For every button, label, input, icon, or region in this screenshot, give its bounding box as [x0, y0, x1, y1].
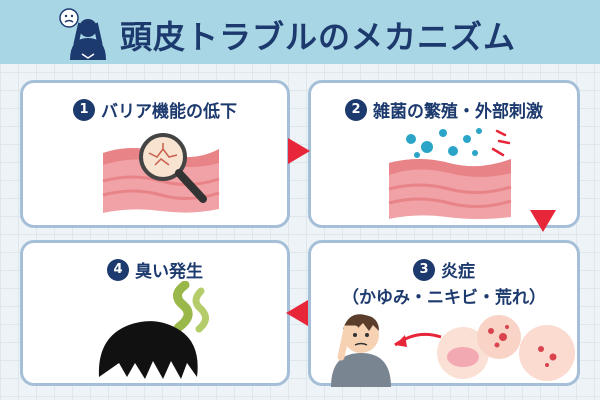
step-title: 臭い発生: [135, 262, 203, 282]
bacteria-skin-icon: [388, 128, 512, 219]
step-title: 炎症: [441, 262, 475, 282]
step-card-1: 1 バリア機能の低下: [20, 80, 290, 228]
step-number: 1: [73, 98, 95, 121]
step-card-3: 3 炎症 （かゆみ・ニキビ・荒れ）: [308, 240, 580, 387]
step-title: 雑菌の繁殖・外部刺激: [373, 102, 543, 122]
page-title: 頭皮トラブルのメカニズム: [120, 18, 517, 56]
step-number: 3: [413, 258, 435, 281]
arrow-right-icon: [288, 138, 310, 164]
scratching-man-icon: [331, 314, 575, 387]
arrow-left-icon: [286, 300, 308, 326]
step-subtitle: （かゆみ・ニキビ・荒れ）: [342, 288, 546, 308]
header-banner: 頭皮トラブルのメカニズム: [0, 0, 600, 64]
step-card-2: 2 雑菌の繁殖・外部刺激: [308, 80, 580, 228]
arrow-down-icon: [530, 210, 556, 232]
smelly-hair-icon: [98, 281, 209, 379]
step-title: バリア機能の低下: [101, 102, 237, 122]
worried-person-icon: [59, 8, 106, 60]
step-card-4: 4 臭い発生: [20, 240, 290, 386]
step-number: 2: [345, 98, 367, 121]
step-number: 4: [107, 258, 129, 281]
magnifier-skin-icon: [102, 133, 220, 213]
